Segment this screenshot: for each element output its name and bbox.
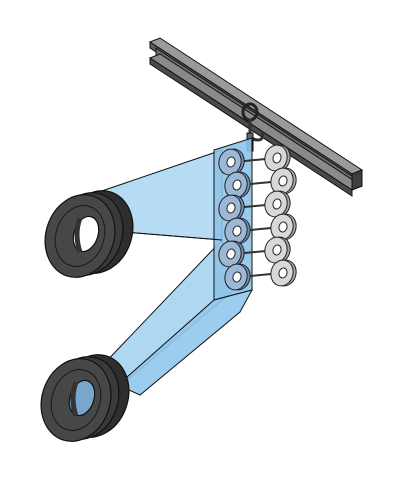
pulley-icon (270, 213, 297, 241)
pulley-icon (224, 263, 251, 291)
pulley-icon (218, 240, 245, 268)
tire-icon (40, 354, 130, 442)
tire-icon (44, 190, 134, 278)
pulley-block-back (264, 144, 297, 287)
pulley-icon (264, 236, 291, 264)
pulley-block-front (218, 148, 251, 291)
pulley-icon (270, 167, 297, 195)
pulley-icon (264, 190, 291, 218)
pulley-icon (218, 194, 245, 222)
pulley-icon (224, 171, 251, 199)
pulley-icon (264, 144, 291, 172)
pulley-icon (270, 259, 297, 287)
pulley-icon (218, 148, 245, 176)
upper-tire-pair (44, 190, 134, 278)
lower-tire-pair (40, 354, 130, 442)
